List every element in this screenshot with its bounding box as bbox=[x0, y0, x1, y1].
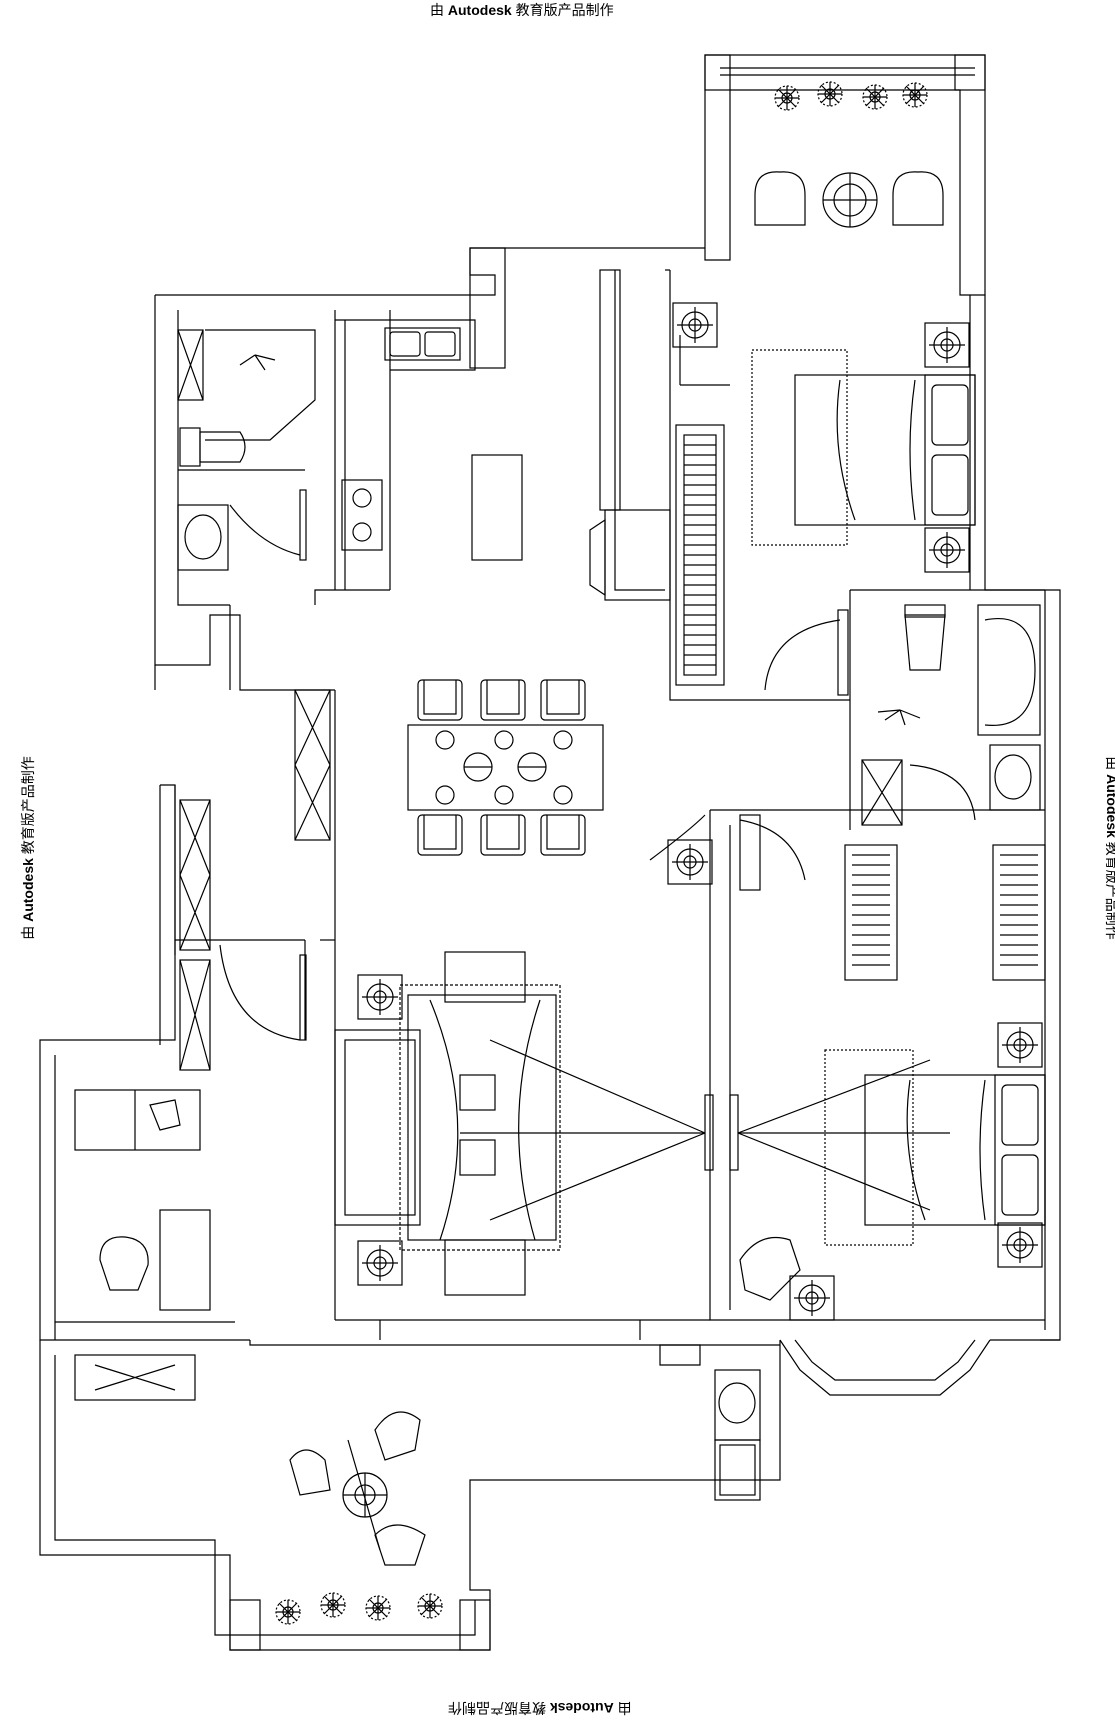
counter bbox=[599, 269, 621, 511]
rug bbox=[751, 349, 848, 546]
sofa-icon bbox=[334, 1029, 421, 1226]
bed-icon bbox=[794, 374, 976, 526]
pillow-icon bbox=[931, 384, 969, 516]
nightstand-lamp-icon bbox=[357, 1240, 403, 1286]
door-swing-icon bbox=[909, 764, 976, 821]
wine-cabinet bbox=[294, 689, 331, 841]
master-bedroom bbox=[672, 302, 976, 696]
chair-icon bbox=[480, 814, 526, 856]
chair-icon bbox=[754, 171, 806, 226]
dining-table bbox=[407, 724, 604, 811]
study bbox=[74, 799, 211, 1311]
bay-window-icon bbox=[659, 1344, 701, 1366]
top-balcony bbox=[754, 81, 944, 228]
chair-icon bbox=[289, 1411, 426, 1566]
plant-icon bbox=[275, 1599, 301, 1625]
plant-icon bbox=[417, 1593, 443, 1619]
exterior-walls bbox=[39, 54, 1061, 1651]
plant-icon bbox=[365, 1595, 391, 1621]
coffee-table bbox=[429, 999, 541, 1241]
pillow-icon bbox=[1001, 1084, 1039, 1216]
chair-icon bbox=[739, 1236, 801, 1301]
stove-icon bbox=[341, 479, 383, 551]
chair-icon bbox=[892, 171, 944, 226]
watermark-suffix: 教育版产品制作 bbox=[511, 2, 614, 18]
chair-icon bbox=[540, 814, 586, 856]
rug bbox=[824, 1049, 914, 1246]
dining-area bbox=[294, 679, 604, 856]
bottom-balcony bbox=[74, 1344, 761, 1625]
plant-icon bbox=[320, 1592, 346, 1618]
nightstand-lamp-icon bbox=[357, 974, 403, 1020]
wardrobe-icon bbox=[179, 799, 211, 1071]
watermark-brand: Autodesk bbox=[447, 2, 512, 18]
storage bbox=[74, 1354, 196, 1401]
plant-icon bbox=[862, 84, 888, 110]
kitchen-sink-icon bbox=[384, 327, 461, 361]
shelf bbox=[177, 329, 204, 401]
watermark-prefix: 由 bbox=[430, 2, 444, 18]
basin-icon bbox=[989, 744, 1041, 811]
chair-icon bbox=[540, 679, 586, 721]
nightstand-lamp-icon bbox=[997, 1222, 1043, 1268]
door-swing-icon bbox=[739, 814, 806, 891]
fridge bbox=[589, 509, 671, 601]
toilet-icon bbox=[179, 427, 246, 467]
toilet-icon bbox=[904, 604, 946, 671]
bathtub-icon bbox=[977, 604, 1041, 736]
chair-icon bbox=[417, 679, 463, 721]
nightstand-lamp-icon bbox=[789, 1275, 835, 1321]
door-swing-icon bbox=[764, 609, 849, 696]
basin-icon bbox=[177, 504, 229, 571]
sofa-icon bbox=[74, 1089, 201, 1151]
chair-icon bbox=[99, 1236, 149, 1291]
watermark-top: 由 Autodesk 教育版产品制作 bbox=[430, 2, 614, 18]
plant-icon bbox=[774, 85, 800, 111]
armchair bbox=[444, 951, 526, 1296]
nightstand-lamp-icon bbox=[997, 1022, 1043, 1068]
round-table-icon bbox=[822, 172, 878, 228]
right-bathroom bbox=[861, 604, 1041, 826]
door-swing-icon bbox=[229, 489, 307, 561]
living-room bbox=[219, 944, 714, 1296]
shower-icon bbox=[205, 329, 316, 441]
round-table-icon bbox=[342, 1439, 388, 1551]
door-swing-icon bbox=[649, 814, 713, 885]
desk-icon bbox=[159, 1209, 211, 1311]
rug bbox=[399, 984, 561, 1251]
tv-icon bbox=[460, 1039, 714, 1221]
interior-walls bbox=[54, 247, 1045, 1346]
table-setting bbox=[435, 730, 573, 805]
left-bathroom bbox=[177, 329, 316, 571]
bathroom-door bbox=[679, 335, 730, 386]
wardrobe-icon bbox=[844, 844, 1046, 981]
nightstand-lamp-icon bbox=[924, 322, 970, 368]
kitchen-island bbox=[471, 454, 523, 561]
shelf bbox=[861, 759, 903, 826]
door-swing-icon bbox=[219, 944, 307, 1041]
kitchen bbox=[334, 269, 671, 601]
tv-icon bbox=[729, 1059, 950, 1211]
utility bbox=[714, 1369, 761, 1501]
plant-icon bbox=[902, 82, 928, 108]
second-bedroom bbox=[649, 814, 1046, 1321]
chair-icon bbox=[417, 814, 463, 856]
chair-icon bbox=[480, 679, 526, 721]
plant-icon bbox=[817, 81, 843, 107]
wardrobe-icon bbox=[675, 424, 725, 686]
shower-icon bbox=[877, 709, 921, 726]
bed-icon bbox=[864, 1074, 1046, 1226]
nightstand-lamp-icon bbox=[924, 527, 970, 573]
